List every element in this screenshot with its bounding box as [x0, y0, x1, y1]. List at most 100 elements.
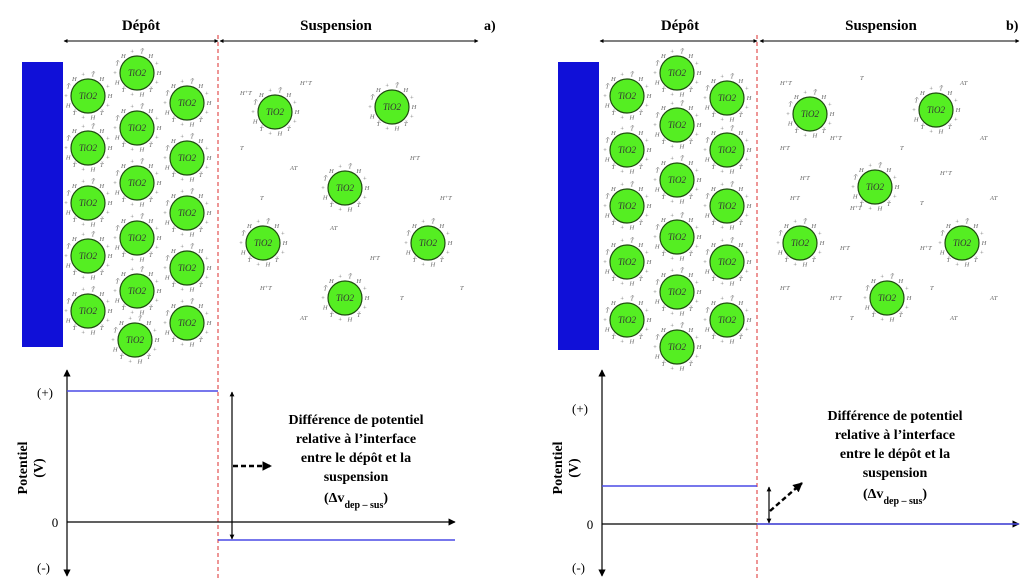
ion-glyph: Ť	[711, 111, 715, 119]
ion-glyph: Ť	[853, 174, 857, 182]
ion-glyph: H	[687, 327, 693, 334]
tio2-particle: H+ŤH+ŤH+ŤH+ŤH+TiO2	[113, 213, 162, 264]
ion-glyph: H	[90, 114, 96, 121]
delta-v-symbol: Δv	[329, 491, 345, 506]
ion-glyph: H	[147, 271, 153, 278]
annotation-line: Différence de potentiel	[288, 413, 423, 428]
ion-glyph: H	[793, 94, 799, 101]
ion-glyph: Ť	[946, 256, 950, 264]
ion-glyph: H	[156, 288, 162, 295]
free-ion: H⁺T	[439, 195, 452, 202]
ion-glyph: H	[120, 163, 126, 170]
ion-glyph: +	[81, 179, 85, 186]
tio2-particle: H+ŤH+ŤH+ŤH+ŤH+TiO2	[653, 267, 702, 318]
free-ion: AT	[989, 195, 998, 202]
tio2-sphere	[659, 55, 695, 91]
ion-glyph: Ť	[605, 137, 609, 145]
ion-glyph: Ť	[711, 219, 715, 227]
ion-glyph: +	[180, 341, 184, 348]
ion-glyph: Ť	[605, 83, 609, 91]
free-ion: T	[900, 145, 904, 152]
ion-glyph: H	[783, 223, 789, 230]
tio2-label: TiO2	[178, 98, 197, 108]
tio2-label: TiO2	[668, 120, 687, 130]
ion-glyph: H	[71, 128, 77, 135]
ion-glyph: H	[746, 259, 752, 266]
tio2-sphere	[70, 238, 106, 274]
ion-glyph: H	[164, 165, 170, 172]
ion-glyph: +	[803, 132, 807, 139]
ion-glyph: Ť	[199, 336, 203, 344]
ion-glyph: Ť	[199, 116, 203, 124]
ion-glyph: H	[637, 242, 643, 249]
ion-glyph: H	[972, 223, 978, 230]
ion-glyph: Ť	[147, 353, 151, 361]
ion-glyph: +	[128, 316, 132, 323]
ion-glyph: H	[679, 91, 685, 98]
ion-glyph: Ť	[965, 218, 969, 226]
tio2-sphere	[609, 78, 645, 114]
tio2-label: TiO2	[126, 335, 145, 345]
ion-glyph: +	[81, 166, 85, 173]
ion-glyph: H	[258, 92, 264, 99]
ion-glyph: H	[355, 278, 361, 285]
tio2-label: TiO2	[79, 198, 98, 208]
ion-glyph: +	[880, 274, 884, 281]
ion-glyph: +	[113, 180, 117, 187]
ion-glyph: H	[170, 248, 176, 255]
ion-glyph: H	[737, 242, 743, 249]
ion-glyph: +	[293, 100, 297, 107]
ion-glyph: H	[610, 130, 616, 137]
ion-glyph: H	[810, 223, 816, 230]
ion-glyph: Ť	[190, 78, 194, 86]
ion-glyph: +	[130, 104, 134, 111]
tio2-label: TiO2	[718, 201, 737, 211]
free-ion: H⁺T	[779, 80, 792, 87]
ion-glyph: +	[695, 299, 699, 306]
ion-glyph: H	[107, 200, 113, 207]
ion-glyph: H	[777, 250, 783, 257]
tio2-sphere	[609, 188, 645, 224]
ion-glyph: +	[404, 240, 408, 247]
tio2-label: TiO2	[668, 287, 687, 297]
ion-glyph: +	[106, 318, 110, 325]
ion-glyph: H	[710, 186, 716, 193]
tio2-label: TiO2	[178, 153, 197, 163]
ion-glyph: H	[294, 109, 300, 116]
tio2-label: TiO2	[336, 183, 355, 193]
ion-glyph: H	[858, 167, 864, 174]
minus-label: (-)	[37, 560, 50, 575]
ion-glyph: H	[729, 280, 735, 287]
ion-glyph: +	[905, 286, 909, 293]
ion-glyph: +	[645, 103, 649, 110]
ion-glyph: +	[113, 125, 117, 132]
ion-glyph: Ť	[100, 216, 104, 224]
ion-glyph: +	[106, 103, 110, 110]
ion-glyph: Ť	[611, 163, 615, 171]
free-ion: H⁺T	[849, 205, 862, 212]
ion-glyph: H	[65, 318, 71, 325]
ion-glyph: +	[106, 136, 110, 143]
ion-glyph: +	[670, 198, 674, 205]
tio2-particle: H+ŤH+ŤH+ŤH+ŤH+TiO2	[786, 89, 835, 140]
ion-glyph: H	[328, 278, 334, 285]
delta-v-close-paren: )	[383, 491, 388, 506]
tio2-particle: H+ŤH+ŤH+ŤH+ŤH+TiO2	[321, 163, 370, 214]
ion-glyph: H	[660, 53, 666, 60]
tio2-sphere	[792, 96, 828, 132]
ion-glyph: +	[113, 70, 117, 77]
ion-glyph: +	[603, 317, 607, 324]
ion-glyph: H	[156, 125, 162, 132]
ion-glyph: H	[139, 146, 145, 153]
tio2-sphere	[609, 244, 645, 280]
ion-glyph: H	[277, 130, 283, 137]
ion-glyph: Ť	[323, 175, 327, 183]
ion-glyph: +	[745, 269, 749, 276]
ion-glyph: +	[163, 320, 167, 327]
ion-glyph: Ť	[705, 85, 709, 93]
ion-glyph: +	[155, 61, 159, 68]
free-ion: AT	[989, 295, 998, 302]
ion-glyph: +	[745, 194, 749, 201]
ion-glyph: Ť	[630, 71, 634, 79]
ion-glyph: H	[120, 108, 126, 115]
